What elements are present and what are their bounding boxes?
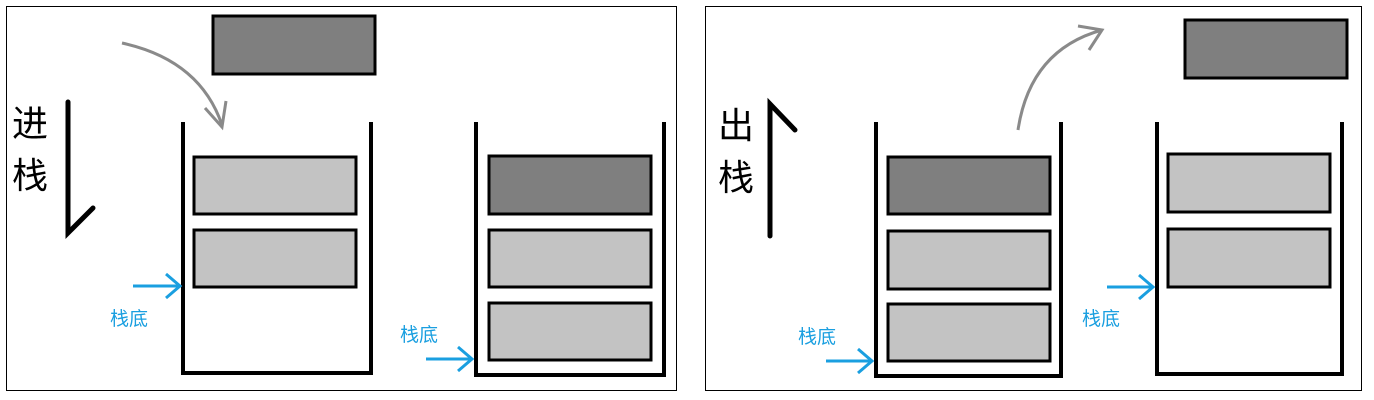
- stack-element: [886, 229, 1052, 291]
- stack-bottom-arrow-icon: [426, 345, 475, 373]
- stack-element: [886, 302, 1052, 363]
- stack-bottom-label: 栈底: [1082, 308, 1120, 330]
- pushed-element: [487, 154, 653, 216]
- push-motion-arrow: [121, 41, 224, 126]
- stack-element: [192, 155, 358, 216]
- stack-element: [192, 228, 358, 289]
- pop-panel: 出 栈 栈底 栈底: [705, 6, 1362, 391]
- stack-element: [487, 301, 653, 362]
- pop-title-char-2: 栈: [718, 158, 754, 199]
- down-direction-icon: [65, 99, 96, 240]
- pop-arrowhead-icon: [1077, 24, 1105, 51]
- stack-bottom-arrow-icon: [133, 272, 183, 300]
- stack-element: [1166, 227, 1332, 289]
- stack-bottom-arrow-icon: [826, 347, 875, 375]
- stack-after-pop: [1155, 122, 1344, 376]
- stack-element: [487, 228, 653, 289]
- push-title-char-2: 栈: [12, 156, 48, 197]
- stack-bottom-label: 栈底: [110, 308, 148, 330]
- stack-bottom-arrow-icon: [1107, 273, 1156, 301]
- pop-title-char-1: 出: [718, 106, 754, 147]
- pop-motion-arrow: [1016, 28, 1103, 131]
- stack-bottom-label: 栈底: [400, 324, 438, 346]
- stack-element: [1166, 152, 1332, 214]
- push-arrowhead-icon: [203, 100, 228, 131]
- outgoing-element: [1183, 18, 1349, 80]
- push-panel: 进 栈 栈底 栈底: [6, 6, 677, 391]
- stack-before-push: [181, 122, 373, 375]
- stack-after-push: [474, 122, 666, 377]
- incoming-element: [211, 14, 377, 76]
- push-title-char-1: 进: [12, 104, 48, 145]
- stack-before-pop: [874, 122, 1063, 378]
- up-direction-icon: [767, 97, 798, 239]
- top-element: [886, 155, 1052, 216]
- stack-bottom-label: 栈底: [798, 326, 836, 348]
